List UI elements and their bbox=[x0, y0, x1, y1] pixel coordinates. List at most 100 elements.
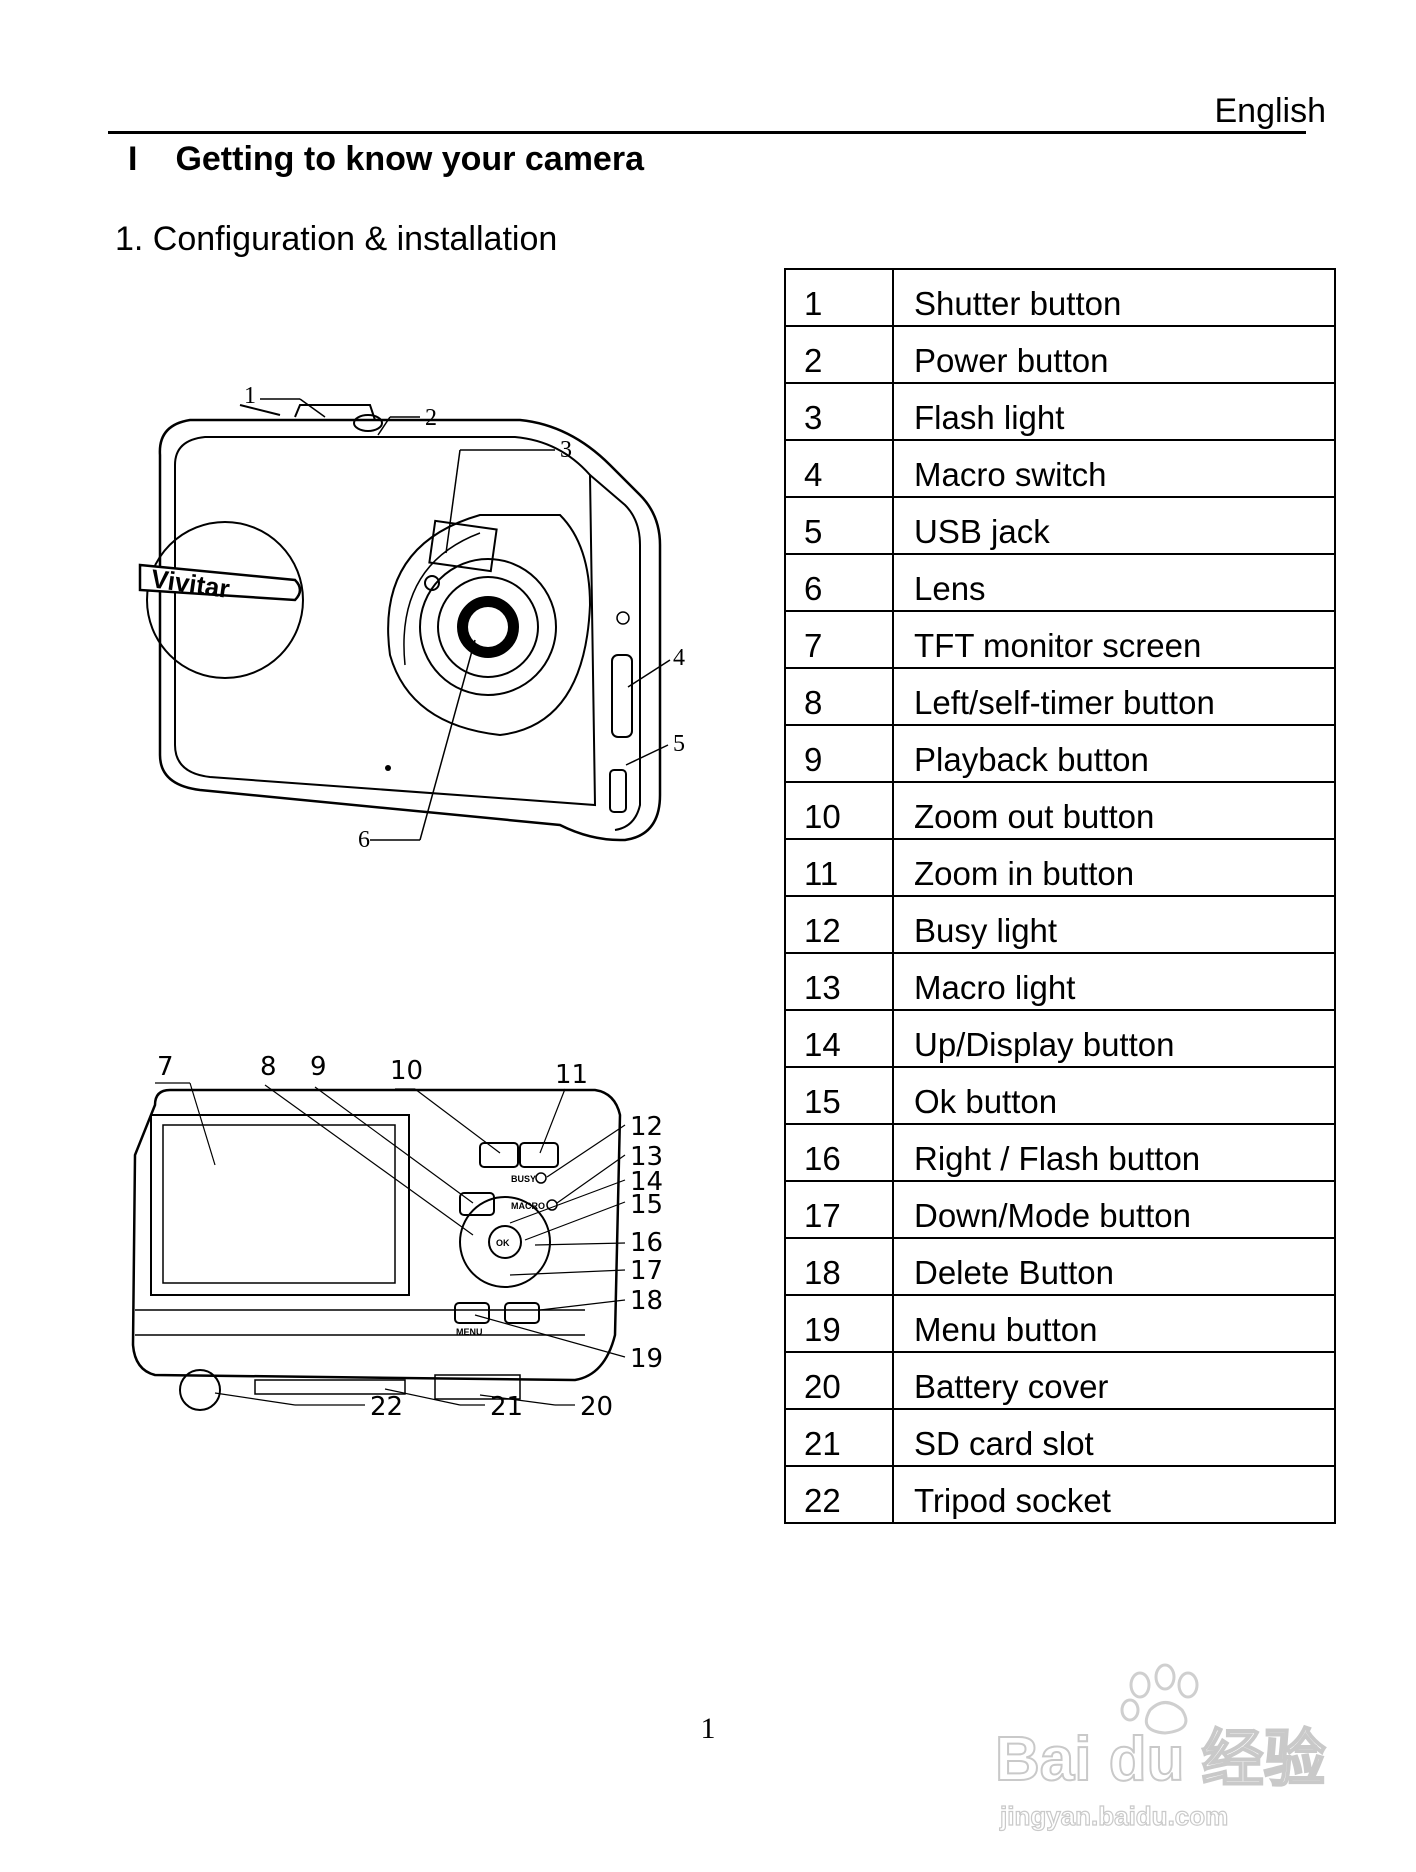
back-callout-18: 18 bbox=[630, 1286, 663, 1316]
part-label: Right / Flash button bbox=[892, 1123, 1336, 1182]
part-label: Playback button bbox=[892, 724, 1336, 783]
part-number: 16 bbox=[784, 1123, 894, 1182]
part-number: 9 bbox=[784, 724, 894, 783]
part-number: 1 bbox=[784, 268, 894, 327]
back-callout-11: 11 bbox=[555, 1060, 588, 1090]
part-number: 3 bbox=[784, 382, 894, 441]
part-label: Delete Button bbox=[892, 1237, 1336, 1296]
part-label: Left/self-timer button bbox=[892, 667, 1336, 726]
section-heading: I Getting to know your camera bbox=[128, 140, 644, 179]
front-callout-6: 6 bbox=[358, 827, 370, 853]
part-label: Flash light bbox=[892, 382, 1336, 441]
part-number: 6 bbox=[784, 553, 894, 612]
back-callout-8: 8 bbox=[260, 1052, 277, 1082]
part-label: Macro light bbox=[892, 952, 1336, 1011]
part-number: 4 bbox=[784, 439, 894, 498]
part-label: Shutter button bbox=[892, 268, 1336, 327]
part-number: 2 bbox=[784, 325, 894, 384]
part-label: Macro switch bbox=[892, 439, 1336, 498]
part-label: Zoom out button bbox=[892, 781, 1336, 840]
part-number: 10 bbox=[784, 781, 894, 840]
front-callout-4: 4 bbox=[673, 645, 685, 671]
part-label: Busy light bbox=[892, 895, 1336, 954]
camera-brand-logo: Vivitar bbox=[149, 563, 231, 604]
front-callout-2: 2 bbox=[425, 405, 437, 431]
language-label: English bbox=[1214, 92, 1326, 130]
part-number: 18 bbox=[784, 1237, 894, 1296]
back-callout-20: 20 bbox=[580, 1392, 613, 1422]
part-label: Ok button bbox=[892, 1066, 1336, 1125]
back-callout-19: 19 bbox=[630, 1344, 663, 1374]
part-label: SD card slot bbox=[892, 1408, 1336, 1467]
camera-front-illustration: Vivitar 1 2 3 4 5 6 bbox=[138, 383, 685, 853]
part-label: Zoom in button bbox=[892, 838, 1336, 897]
back-menu-label: MENU bbox=[456, 1327, 483, 1337]
part-number: 15 bbox=[784, 1066, 894, 1125]
part-number: 5 bbox=[784, 496, 894, 555]
back-callout-17: 17 bbox=[630, 1256, 663, 1286]
paw-icon bbox=[1120, 1663, 1199, 1735]
part-number: 11 bbox=[784, 838, 894, 897]
part-label: Down/Mode button bbox=[892, 1180, 1336, 1239]
baidu-watermark: Bai du 经验 jingyan.baidu.com bbox=[994, 1663, 1327, 1832]
part-label: Power button bbox=[892, 325, 1336, 384]
section-title: Getting to know your camera bbox=[175, 140, 644, 178]
back-callout-12: 12 bbox=[630, 1112, 663, 1142]
part-label: Tripod socket bbox=[892, 1465, 1336, 1524]
part-number: 22 bbox=[784, 1465, 894, 1524]
watermark-url: jingyan.baidu.com bbox=[999, 1801, 1228, 1831]
back-busy-label: BUSY bbox=[511, 1174, 536, 1184]
part-number: 21 bbox=[784, 1408, 894, 1467]
back-callout-9: 9 bbox=[310, 1052, 327, 1082]
header-rule bbox=[108, 131, 1306, 134]
part-number: 14 bbox=[784, 1009, 894, 1068]
part-label: Battery cover bbox=[892, 1351, 1336, 1410]
part-number: 19 bbox=[784, 1294, 894, 1353]
part-number: 12 bbox=[784, 895, 894, 954]
back-callout-21: 21 bbox=[490, 1392, 523, 1422]
back-callout-22: 22 bbox=[370, 1392, 403, 1422]
back-callout-16: 16 bbox=[630, 1228, 663, 1258]
part-label: Menu button bbox=[892, 1294, 1336, 1353]
watermark-brand: Bai du 经验 bbox=[995, 1725, 1326, 1794]
front-callout-3: 3 bbox=[560, 437, 572, 463]
front-callout-1: 1 bbox=[244, 383, 256, 409]
part-label: TFT monitor screen bbox=[892, 610, 1336, 669]
subsection-title: 1. Configuration & installation bbox=[115, 220, 558, 258]
back-callout-7: 7 bbox=[157, 1052, 174, 1082]
part-number: 8 bbox=[784, 667, 894, 726]
section-number: I bbox=[128, 140, 138, 178]
back-callout-15: 15 bbox=[630, 1190, 663, 1220]
part-number: 20 bbox=[784, 1351, 894, 1410]
part-label: USB jack bbox=[892, 496, 1336, 555]
front-callout-5: 5 bbox=[673, 731, 685, 757]
part-number: 13 bbox=[784, 952, 894, 1011]
part-label: Lens bbox=[892, 553, 1336, 612]
back-callout-14: 14 bbox=[630, 1167, 663, 1197]
part-number: 7 bbox=[784, 610, 894, 669]
camera-back-illustration: OK BUSY MACRO MENU 7 8 9 10 11 12 13 14 … bbox=[131, 1052, 663, 1422]
back-ok-label: OK bbox=[496, 1238, 510, 1248]
